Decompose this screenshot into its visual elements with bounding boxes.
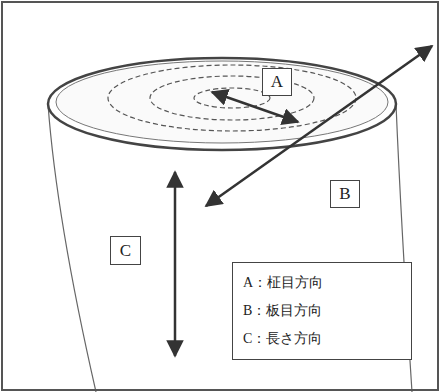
label-box: C <box>110 236 141 265</box>
direction-letter: A <box>271 72 283 92</box>
direction-letter: C <box>120 241 131 261</box>
direction-letter: B <box>339 184 350 204</box>
legend-box: A：柾目方向B：板目方向C：長さ方向 <box>232 262 412 360</box>
legend-line: A：柾目方向 <box>243 269 401 297</box>
label-box: A <box>262 68 292 96</box>
label-box: B <box>330 180 360 208</box>
legend-line: B：板目方向 <box>243 297 401 325</box>
legend-line: C：長さ方向 <box>243 325 401 353</box>
